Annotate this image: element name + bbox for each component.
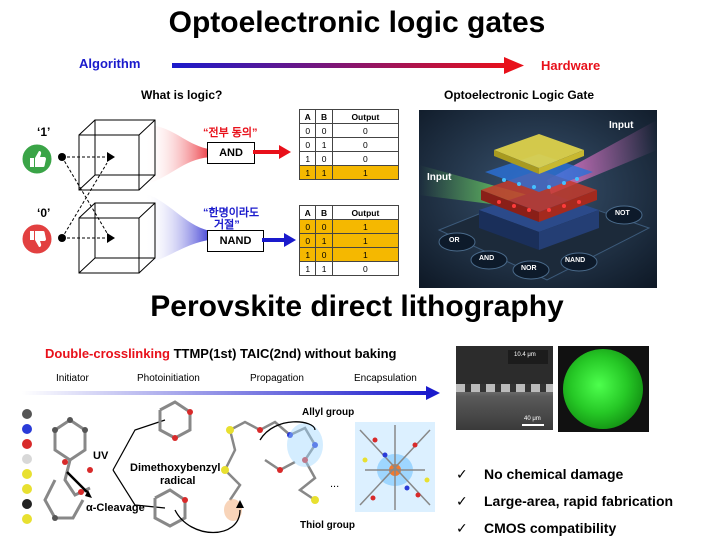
table-cell: 1 xyxy=(298,261,317,276)
page-title: Optoelectronic logic gates xyxy=(168,6,546,39)
subtitle-red: Double-crosslinking xyxy=(45,346,170,361)
stage-encapsulation: Encapsulation xyxy=(354,373,417,384)
table-cell: 1 xyxy=(315,233,333,248)
and-header-b: B xyxy=(315,109,333,124)
and-header-output: Output xyxy=(331,109,400,124)
nand-note-line2: 거절” xyxy=(214,219,240,231)
thumbs-down-icon xyxy=(21,223,53,255)
check-icon: ✓ xyxy=(456,520,468,536)
logic-schematic xyxy=(58,119,215,274)
sem-scale-bottom: 40 μm xyxy=(524,416,541,422)
key-nand: NAND xyxy=(565,257,586,264)
algorithm-label: Algorithm xyxy=(79,56,141,71)
table-cell: 0 xyxy=(298,137,317,152)
subtitle-black: TTMP(1st) TAIC(2nd) without baking xyxy=(173,346,397,361)
radical-molecule xyxy=(153,400,192,528)
table-cell: 0 xyxy=(315,151,333,166)
atom-legend xyxy=(22,409,32,524)
table-cell: 0 xyxy=(331,261,400,276)
check-text: No chemical damage xyxy=(484,466,624,482)
key-or: OR xyxy=(449,237,460,244)
initiator-molecule xyxy=(43,418,91,520)
input-zero-label: ‘0’ xyxy=(37,206,51,220)
radical-label-line1: Dimethoxybenzyl xyxy=(130,462,221,474)
table-cell: 0 xyxy=(331,123,400,138)
upper-cube xyxy=(78,119,156,191)
nand-note-line1: “한명이라도 xyxy=(203,207,260,219)
sem-image: 10.4 μm 40 μm xyxy=(456,346,553,430)
chemistry-illustration xyxy=(22,400,435,533)
check-text: CMOS compatibility xyxy=(484,520,617,536)
input-connections xyxy=(61,156,108,239)
check-item-2: ✓ Large-area, rapid fabrication xyxy=(456,493,673,510)
radical-label-line2: radical xyxy=(160,475,196,487)
stage-photoinitiation: Photoinitiation xyxy=(137,373,200,384)
table-cell: 0 xyxy=(298,219,317,234)
table-cell: 1 xyxy=(331,165,400,180)
and-gate-box: AND xyxy=(207,142,255,164)
process-arrow xyxy=(22,386,440,400)
allyl-group-label: Allyl group xyxy=(302,407,355,418)
table-cell: 0 xyxy=(331,151,400,166)
table-cell: 1 xyxy=(315,261,333,276)
oe-gate-heading: Optoelectronic Logic Gate xyxy=(444,88,595,102)
table-cell: 1 xyxy=(298,165,317,180)
table-cell: 1 xyxy=(315,165,333,180)
table-cell: 1 xyxy=(331,233,400,248)
sem-scale-top: 10.4 μm xyxy=(514,352,536,358)
what-is-logic-heading: What is logic? xyxy=(141,88,223,102)
device-input-left: Input xyxy=(427,172,452,183)
table-cell: 0 xyxy=(331,137,400,152)
ellipsis-label: ... xyxy=(330,478,340,490)
and-header-a: A xyxy=(298,109,317,124)
nand-fan xyxy=(145,193,215,265)
table-cell: 1 xyxy=(298,151,317,166)
table-cell: 0 xyxy=(315,123,333,138)
nand-header-a: A xyxy=(298,205,317,220)
input-one-label: ‘1’ xyxy=(37,125,51,139)
device-input-right: Input xyxy=(609,120,634,131)
table-cell: 1 xyxy=(315,137,333,152)
table-cell: 1 xyxy=(331,247,400,262)
nand-header-b: B xyxy=(315,205,333,220)
hardware-label: Hardware xyxy=(541,58,601,73)
lower-cube xyxy=(78,202,156,274)
check-icon: ✓ xyxy=(456,493,468,509)
and-note: “전부 동의” xyxy=(203,127,258,139)
and-output-arrow xyxy=(253,145,291,159)
check-item-3: ✓ CMOS compatibility xyxy=(456,520,616,537)
algorithm-hardware-arrow xyxy=(172,57,524,74)
alpha-cleavage-label: α-Cleavage xyxy=(86,502,145,514)
stage-propagation: Propagation xyxy=(250,373,304,384)
keys xyxy=(438,205,643,280)
device-rendering: Input Input OR AND NOR NAND NOT xyxy=(419,110,657,288)
check-icon: ✓ xyxy=(456,466,468,482)
thumbs-up-icon xyxy=(21,143,53,175)
check-item-1: ✓ No chemical damage xyxy=(456,466,623,483)
table-cell: 1 xyxy=(331,219,400,234)
wafer-photo xyxy=(558,346,649,432)
encapsulation-structure xyxy=(355,422,435,512)
nand-output-arrow xyxy=(262,233,296,247)
table-cell: 0 xyxy=(315,219,333,234)
table-cell: 0 xyxy=(298,233,317,248)
key-nor: NOR xyxy=(521,265,537,272)
key-and: AND xyxy=(479,255,495,262)
key-not: NOT xyxy=(615,210,630,217)
and-fan xyxy=(145,125,215,185)
check-text: Large-area, rapid fabrication xyxy=(484,493,674,509)
nand-header-output: Output xyxy=(331,205,400,220)
nand-gate-box: NAND xyxy=(207,230,264,252)
thiol-group-label: Thiol group xyxy=(300,520,355,531)
stage-initiator: Initiator xyxy=(56,373,89,384)
table-cell: 1 xyxy=(298,247,317,262)
uv-label: UV xyxy=(93,450,109,462)
section-title: Perovskite direct lithography xyxy=(150,290,564,323)
crosslinking-subtitle: Double-crosslinking TTMP(1st) TAIC(2nd) … xyxy=(45,346,397,361)
table-cell: 0 xyxy=(315,247,333,262)
table-cell: 0 xyxy=(298,123,317,138)
